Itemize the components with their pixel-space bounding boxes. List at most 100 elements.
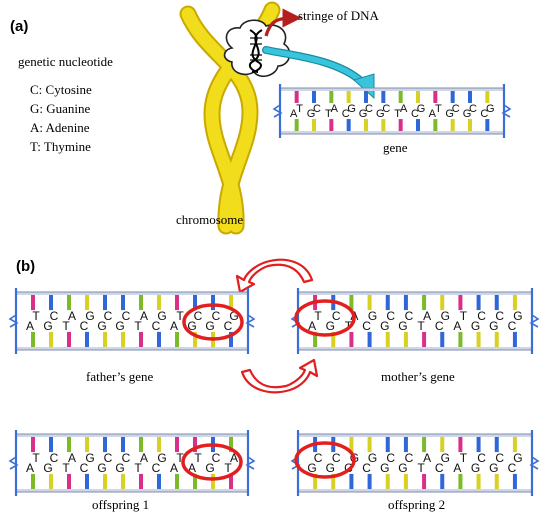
father-top-bar-0	[31, 295, 35, 311]
gene-a-top-base-5: C	[382, 103, 390, 115]
gene-a-top-bar-5	[381, 91, 386, 103]
mother-top-bar-8	[458, 295, 463, 311]
offspring-1-top-bar-6	[139, 437, 143, 453]
mother-bottom-bar-8	[458, 331, 463, 347]
gene-a-bottom-bar-3	[346, 119, 351, 131]
mother-top-base-7: G	[441, 309, 450, 323]
gene-a-top-base-0: T	[296, 103, 303, 115]
gene-a-bottom-base-7: C	[411, 108, 419, 120]
gene-a-bottom-base-5: G	[376, 108, 385, 120]
father-top-base-11: G	[229, 309, 238, 323]
mother-top-base-8: T	[460, 309, 468, 323]
offspring-2-bottom-base-5: G	[398, 461, 407, 475]
offspring-2-bottom-bar-3	[367, 473, 372, 489]
offspring-1-bottom-base-9: A	[188, 461, 196, 475]
father-top-base-5: C	[122, 309, 131, 323]
mother-top-base-0: T	[314, 309, 322, 323]
father-top-base-2: A	[68, 309, 76, 323]
highlight-father-end	[182, 303, 244, 341]
mother-bottom-bar-4	[385, 331, 390, 347]
mother-top-base-10: C	[495, 309, 504, 323]
legend-item-thymine: T: Thymine	[30, 139, 91, 154]
offspring-2-bottom-bar-6	[422, 473, 427, 489]
offspring-1-top-bar-1	[49, 437, 53, 453]
father-top-bar-1	[49, 295, 53, 311]
gene-a-top-bar-8	[433, 91, 438, 103]
mother-bottom-base-8: A	[453, 319, 461, 333]
panel-label-a: (a)	[10, 18, 29, 35]
father-bottom-bar-6	[139, 331, 143, 347]
mother-bottom-bar-5	[403, 331, 408, 347]
mother-bottom-base-9: G	[471, 319, 480, 333]
offspring-2-top-bar-3	[367, 437, 372, 453]
offspring-1-top-base-3: G	[85, 451, 94, 465]
mother-bottom-bar-0	[313, 331, 318, 347]
offspring-2-rail-top	[298, 434, 532, 437]
offspring-2-bottom-base-6: T	[417, 461, 425, 475]
offspring-1-bottom-base-3: C	[80, 461, 89, 475]
offspring-2-top-base-7: G	[441, 451, 450, 465]
father-bottom-bar-4	[103, 331, 107, 347]
gene-a-top-base-7: G	[417, 103, 426, 115]
offspring-2-top-bar-6	[422, 437, 427, 453]
offspring-1-bottom-base-0: A	[26, 461, 34, 475]
mother-top-bar-3	[367, 295, 372, 311]
gene-a-top-bar-0	[294, 91, 299, 103]
offspring-1-bottom-bar-2	[67, 473, 71, 489]
offspring-1-bottom-bar-11	[229, 473, 233, 489]
father-bottom-base-11: C	[224, 319, 233, 333]
mother-top-bar-11	[512, 295, 517, 311]
father-break-mark-left	[8, 314, 19, 328]
offspring-1-bottom-bar-9	[193, 473, 197, 489]
offspring-1-bottom-bar-5	[121, 473, 125, 489]
offspring-2-bottom-bar-5	[403, 473, 408, 489]
father-bottom-bar-2	[67, 331, 71, 347]
offspring-1-bottom-bar-8	[175, 473, 179, 489]
offspring-2-top-base-8: T	[460, 451, 468, 465]
offspring-2-bottom-bar-7	[440, 473, 445, 489]
offspring-1-top-base-8: T	[176, 451, 184, 465]
offspring-1-top-base-10: C	[212, 451, 221, 465]
mother-bottom-bar-7	[440, 331, 445, 347]
father-bottom-base-9: G	[187, 319, 196, 333]
mother-top-bar-4	[385, 295, 390, 311]
offspring-1-bottom-base-7: C	[152, 461, 161, 475]
gene-a-bottom-bar-2	[329, 119, 334, 131]
father-top-base-6: A	[140, 309, 148, 323]
offspring-1-break-mark-left	[8, 456, 19, 470]
mother-bottom-base-5: G	[398, 319, 407, 333]
offspring-1-top-base-2: A	[68, 451, 76, 465]
offspring-2-bottom-bar-9	[476, 473, 481, 489]
offspring-1-top-bar-9	[193, 437, 197, 453]
father-top-bar-2	[67, 295, 71, 311]
offspring-1-bottom-base-5: G	[115, 461, 124, 475]
offspring-2-bottom-bar-11	[512, 473, 517, 489]
mother-top-base-1: C	[332, 309, 341, 323]
mother-top-bar-5	[403, 295, 408, 311]
father-top-base-7: G	[157, 309, 166, 323]
mother-bottom-base-3: C	[362, 319, 371, 333]
father-break-mark-right	[245, 314, 256, 328]
gene-a-top-base-1: C	[313, 103, 321, 115]
father-top-base-3: G	[85, 309, 94, 323]
crossover-arrow-top	[235, 258, 314, 294]
offspring-1-rail-top	[16, 434, 248, 437]
gene-a-top-base-8: T	[435, 103, 442, 115]
mother-bottom-bar-1	[331, 331, 336, 347]
offspring-1-top-bar-8	[175, 437, 179, 453]
gene-a-top-bar-9	[450, 91, 455, 103]
gene-a-top-base-10: C	[469, 103, 477, 115]
offspring-2-bottom-bar-4	[385, 473, 390, 489]
offspring-1-bottom-bar-7	[157, 473, 161, 489]
offspring-1-bottom-base-6: T	[134, 461, 142, 475]
offspring-2-label: offspring 2	[388, 497, 446, 512]
offspring-2-bottom-base-7: C	[435, 461, 444, 475]
gene-a-rail-top	[280, 88, 504, 91]
mother-bottom-base-11: C	[508, 319, 517, 333]
father-bottom-bar-0	[31, 331, 35, 347]
father-top-bar-11	[229, 295, 233, 311]
father-bottom-base-2: T	[62, 319, 70, 333]
